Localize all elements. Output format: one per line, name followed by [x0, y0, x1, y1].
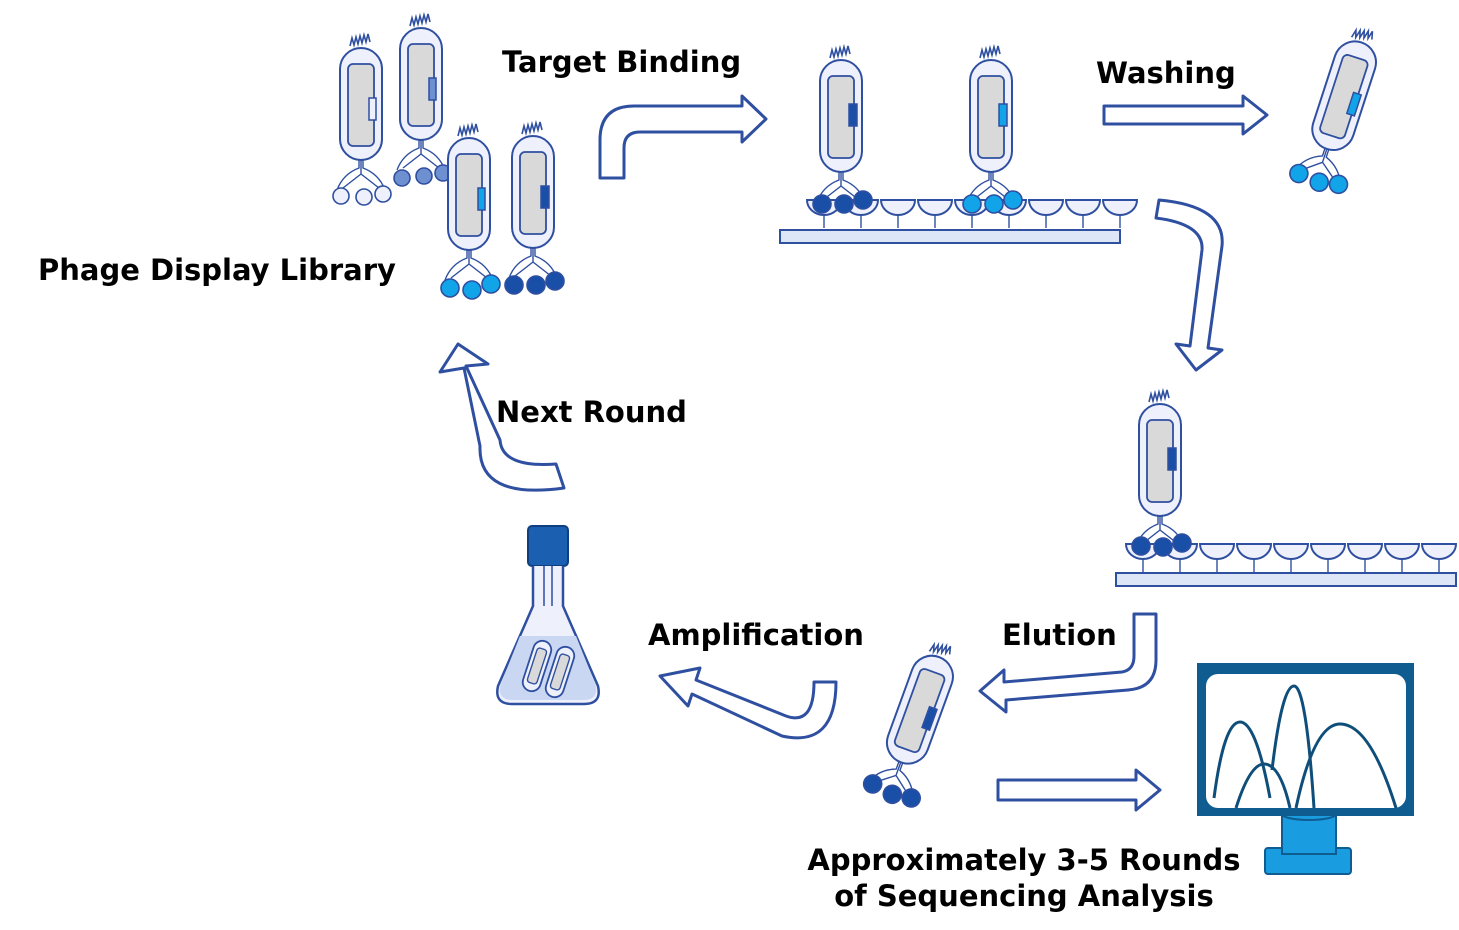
label-target-binding: Target Binding	[502, 45, 742, 79]
arrow-icon	[996, 768, 1162, 812]
target-surface-icon	[1115, 543, 1457, 587]
arrow-icon	[978, 612, 1158, 714]
bound-phage-3	[1131, 389, 1192, 557]
arrow-icon	[598, 94, 768, 180]
monitor-icon	[1197, 663, 1414, 875]
label-elution: Elution	[1002, 618, 1117, 652]
label-rounds-line1: Approximately 3-5 Rounds	[807, 843, 1241, 877]
library-phage-2	[393, 13, 452, 187]
label-phage-display-library: Phage Display Library	[38, 253, 396, 287]
washed-phage	[1289, 20, 1390, 195]
arrow-icon	[658, 666, 838, 740]
library-phage-3	[440, 123, 501, 300]
label-washing: Washing	[1096, 56, 1236, 90]
bound-phage-2	[962, 45, 1023, 214]
flask-icon	[496, 525, 600, 706]
eluted-phage	[862, 634, 968, 808]
label-amplification: Amplification	[648, 618, 864, 652]
arrow-icon	[1154, 198, 1224, 372]
library-phage-1	[332, 33, 392, 206]
target-surface-icon	[779, 199, 1138, 244]
arrow-icon	[438, 342, 566, 492]
bound-phage-1	[812, 45, 873, 214]
label-rounds-line2: of Sequencing Analysis	[834, 879, 1214, 914]
label-next-round: Next Round	[496, 395, 687, 429]
arrow-icon	[1102, 94, 1269, 136]
library-phage-4	[504, 121, 565, 295]
label-rounds: Approximately 3-5 Rounds of Sequencing A…	[784, 842, 1264, 915]
